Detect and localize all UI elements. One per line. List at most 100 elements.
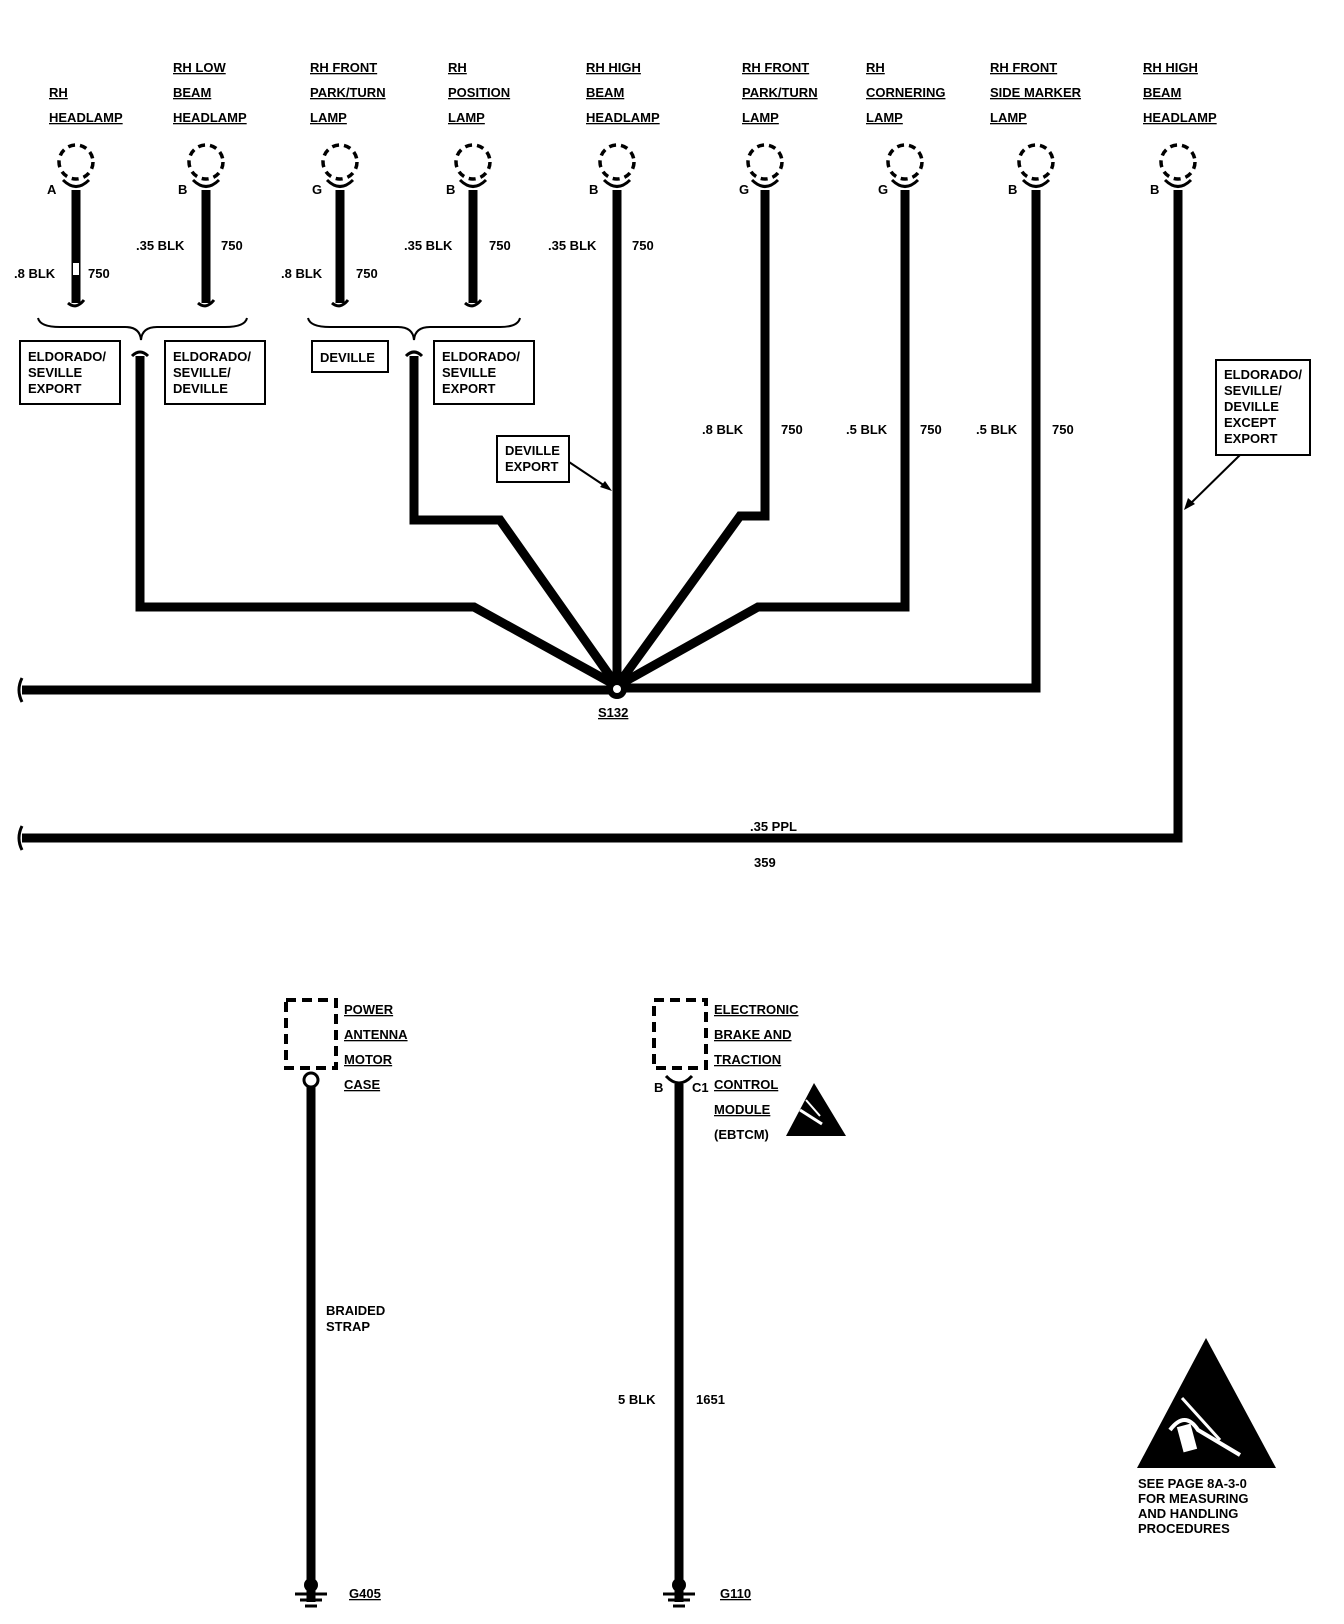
lamp-4-pin: B: [446, 182, 455, 197]
bulb-icon: [57, 143, 95, 188]
lamp-3-label-line-2: PARK/TURN: [310, 85, 386, 100]
lamp-1-label-line-2: HEADLAMP: [49, 110, 123, 125]
ground-symbol-icon: [663, 1578, 695, 1608]
strap-label-line-1: BRAIDED: [326, 1303, 385, 1318]
ebtcm-pin-left: B: [654, 1080, 663, 1095]
option-text: DEVILLE: [505, 443, 560, 458]
lamp-5-circuit: 750: [632, 238, 654, 253]
wire-labels: .8 BLK 750 .35 BLK 750 .8 BLK 750 .35 BL…: [14, 238, 1074, 870]
option-box-except-export: ELDORADO/ SEVILLE/ DEVILLE EXCEPT EXPORT: [1184, 359, 1311, 510]
lamp-4-wire-size: .35 BLK: [404, 238, 453, 253]
lamp-4-label-line-2: POSITION: [448, 85, 510, 100]
wire-lamp-7: [614, 190, 910, 690]
lamp-2-label-line-3: HEADLAMP: [173, 110, 247, 125]
ebtcm-circuit: B C1 ELECTRONIC BRAKE AND TRACTION CONTR…: [618, 998, 846, 1608]
ebtcm-wire-size: 5 BLK: [618, 1392, 656, 1407]
ebtcm-label-line-4: CONTROL: [714, 1077, 778, 1092]
lamp-2-pin: B: [178, 182, 187, 197]
option-text: SEVILLE/: [1224, 383, 1282, 398]
splice-label: S132: [598, 705, 628, 720]
option-text: DEVILLE: [173, 381, 228, 396]
lamp-6-label-line-3: LAMP: [742, 110, 779, 125]
ground-label-g405: G405: [349, 1586, 381, 1601]
lamp-6-label-line-2: PARK/TURN: [742, 85, 818, 100]
esd-warning-icon: [786, 1083, 846, 1136]
option-text: ELDORADO/: [28, 349, 106, 364]
antenna-label-line-4: CASE: [344, 1077, 380, 1092]
option-box-eldorado-seville-deville: ELDORADO/ SEVILLE/ DEVILLE: [164, 340, 266, 405]
ppl-wire-circuit: 359: [754, 855, 776, 870]
antenna-label-line-3: MOTOR: [344, 1052, 393, 1067]
lamp-6-circuit: 750: [781, 422, 803, 437]
option-text: EXPORT: [442, 381, 496, 396]
lamp-5-label-line-1: RH HIGH: [586, 60, 641, 75]
lamp-5-label-line-3: HEADLAMP: [586, 110, 660, 125]
ebtcm-outline: [652, 998, 708, 1070]
bulb-icon: [321, 143, 359, 188]
option-text: ELDORADO/: [173, 349, 251, 364]
lamp-5-label-line-2: BEAM: [586, 85, 624, 100]
lamp-8-label-line-3: LAMP: [990, 110, 1027, 125]
esd-note-line-4: PROCEDURES: [1138, 1521, 1230, 1536]
ground-symbol-icon: [295, 1578, 327, 1608]
lamp-7-wire-size: .5 BLK: [846, 422, 888, 437]
lamp-4-label-line-1: RH: [448, 60, 467, 75]
splice-s132: S132: [598, 679, 628, 720]
option-text: DEVILLE: [320, 350, 375, 365]
lamp-4-circuit: 750: [489, 238, 511, 253]
ground-label-g110: G110: [720, 1586, 751, 1601]
option-text: EXPORT: [1224, 431, 1278, 446]
lamp-6-label-line-1: RH FRONT: [742, 60, 809, 75]
lamp-9-label-line-2: BEAM: [1143, 85, 1181, 100]
ebtcm-label-line-2: BRAKE AND: [714, 1027, 792, 1042]
option-box-eldorado-seville-export: ELDORADO/ SEVILLE EXPORT: [19, 340, 121, 405]
lamp-2-circuit: 750: [221, 238, 243, 253]
lamp-9-label-line-1: RH HIGH: [1143, 60, 1198, 75]
lamp-2-label-line-2: BEAM: [173, 85, 211, 100]
lamp-7-label-line-3: LAMP: [866, 110, 903, 125]
option-brackets: [37, 317, 521, 341]
option-text: DEVILLE: [1224, 399, 1279, 414]
esd-warning-icon: [1137, 1338, 1276, 1468]
option-text: EXPORT: [505, 459, 559, 474]
esd-note-line-2: FOR MEASURING: [1138, 1491, 1249, 1506]
wire-lamp-6: [613, 190, 770, 689]
lamp-5-pin: B: [589, 182, 598, 197]
lamp-2-label-line-1: RH LOW: [173, 60, 226, 75]
lamp-7-circuit: 750: [920, 422, 942, 437]
lamp-labels: RH HEADLAMP RH LOW BEAM HEADLAMP RH FRON…: [49, 60, 1217, 125]
option-box-eldorado-seville-export-2: ELDORADO/ SEVILLE EXPORT: [433, 340, 535, 405]
lamp-8-label-line-1: RH FRONT: [990, 60, 1057, 75]
option-text: SEVILLE: [442, 365, 497, 380]
option-text: EXPORT: [28, 381, 82, 396]
lamp-1-circuit: 750: [88, 266, 110, 281]
bulb-icon: [1017, 143, 1055, 188]
lamp-6-wire-size: .8 BLK: [702, 422, 744, 437]
lamp-8-wire-size: .5 BLK: [976, 422, 1018, 437]
wire-branch-deville: [409, 356, 621, 689]
option-text: ELDORADO/: [1224, 367, 1302, 382]
pin-letters: A B G B B G G B B: [47, 182, 1159, 197]
option-text: ELDORADO/: [442, 349, 520, 364]
lamp-3-wire-size: .8 BLK: [281, 266, 323, 281]
option-text: SEVILLE/: [173, 365, 231, 380]
wire-lamp-8: [617, 190, 1041, 693]
wire-branch-eldorado-export: [135, 356, 620, 690]
power-antenna-circuit: POWER ANTENNA MOTOR CASE BRAIDED STRAP G…: [284, 998, 408, 1608]
esd-note: SEE PAGE 8A-3-0 FOR MEASURING AND HANDLI…: [1137, 1338, 1276, 1536]
antenna-motor-case-outline: [284, 998, 338, 1070]
lamp-bulbs: [57, 143, 1197, 188]
antenna-label-line-1: POWER: [344, 1002, 394, 1017]
lamp-5-wire-size: .35 BLK: [548, 238, 597, 253]
lamp-7-pin: G: [878, 182, 888, 197]
lamp-3-label-line-1: RH FRONT: [310, 60, 377, 75]
ebtcm-label-line-1: ELECTRONIC: [714, 1002, 799, 1017]
lamp-3-label-line-3: LAMP: [310, 110, 347, 125]
bulb-icon: [1159, 143, 1197, 188]
esd-note-line-3: AND HANDLING: [1138, 1506, 1238, 1521]
antenna-label-line-2: ANTENNA: [344, 1027, 408, 1042]
option-text: EXCEPT: [1224, 415, 1276, 430]
ebtcm-pin-right: C1: [692, 1080, 709, 1095]
strap-label-line-2: STRAP: [326, 1319, 370, 1334]
option-box-deville: DEVILLE: [311, 340, 389, 373]
